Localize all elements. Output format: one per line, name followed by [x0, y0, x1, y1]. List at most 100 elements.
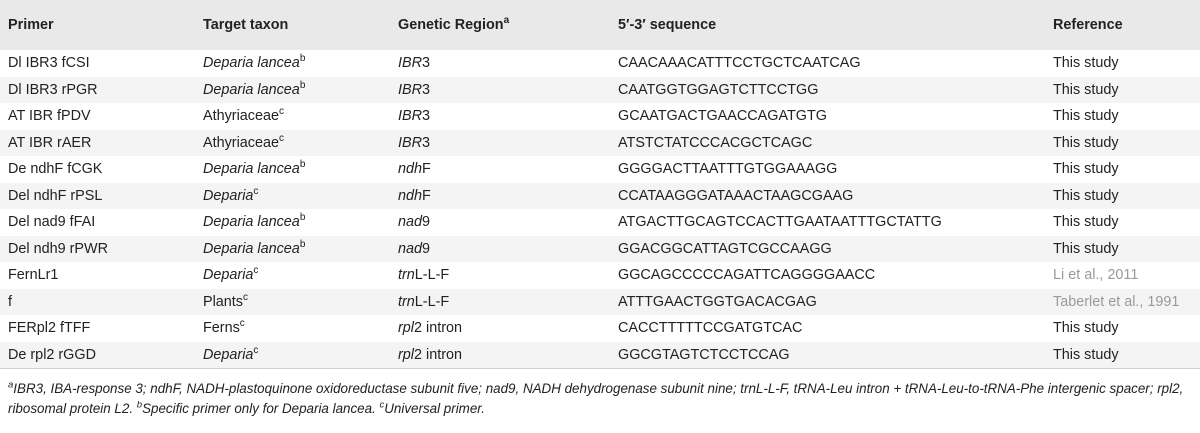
header-sequence: 5′-3′ sequence	[618, 17, 717, 33]
cell-reference: This study	[1045, 50, 1200, 77]
reference-link[interactable]: Li et al., 2011	[1053, 267, 1139, 284]
cell-primer: Dl IBR3 fCSI	[0, 50, 195, 77]
primer-name: AT IBR rAER	[8, 134, 92, 151]
table-header: Primer Target taxon Genetic Regiona 5′-3…	[0, 0, 1200, 50]
cell-reference[interactable]: Li et al., 2011	[1045, 262, 1200, 289]
cell-genetic-region: rpl2 intron	[390, 315, 610, 342]
cell-target-taxon: Deparia lanceab	[195, 77, 390, 104]
region-rest: 3	[422, 81, 431, 98]
cell-primer: De rpl2 rGGD	[0, 341, 195, 369]
region-italic: trn	[398, 293, 415, 310]
cell-reference[interactable]: Taberlet et al., 1991	[1045, 289, 1200, 316]
sequence-text: ATGACTTGCAGTCCACTTGAATAATTTGCTATTG	[618, 214, 942, 231]
reference-text: This study	[1053, 134, 1119, 151]
cell-target-taxon: Depariac	[195, 183, 390, 210]
cell-sequence: CCATAAGGGATAAACTAAGCGAAG	[610, 183, 1045, 210]
footnote-c-text: Universal primer.	[384, 401, 485, 416]
primer-name: Del ndh9 rPWR	[8, 240, 108, 257]
primer-table-container: Primer Target taxon Genetic Regiona 5′-3…	[0, 0, 1200, 419]
cell-genetic-region: trnL-L-F	[390, 262, 610, 289]
primer-name: Dl IBR3 rPGR	[8, 81, 98, 98]
reference-text: This study	[1053, 55, 1119, 72]
taxon-name: Plants	[203, 293, 243, 310]
cell-genetic-region: ndhF	[390, 156, 610, 183]
cell-target-taxon: Depariac	[195, 341, 390, 369]
region-italic: IBR	[398, 81, 422, 98]
cell-primer: De ndhF fCGK	[0, 156, 195, 183]
region-italic: rpl	[398, 346, 414, 363]
table-footnote: aIBR3, IBA-response 3; ndhF, NADH-plasto…	[0, 369, 1200, 419]
taxon-name: Deparia lancea	[203, 214, 300, 231]
sequence-text: GGCGTAGTCTCCTCCAG	[618, 346, 790, 363]
cell-primer: Del ndhF rPSL	[0, 183, 195, 210]
header-genetic-region: Genetic Regiona	[390, 0, 610, 50]
cell-reference: This study	[1045, 236, 1200, 263]
cell-sequence: ATGACTTGCAGTCCACTTGAATAATTTGCTATTG	[610, 209, 1045, 236]
cell-genetic-region: IBR3	[390, 103, 610, 130]
region-italic: rpl	[398, 320, 414, 337]
primer-name: f	[8, 293, 12, 310]
footnote-a-sup: a	[8, 379, 14, 391]
cell-genetic-region: IBR3	[390, 77, 610, 104]
taxon-sup: b	[299, 53, 306, 65]
cell-target-taxon: Deparia lanceab	[195, 50, 390, 77]
taxon-sup: c	[253, 185, 259, 197]
cell-sequence: GGCAGCCCCCAGATTCAGGGGAACC	[610, 262, 1045, 289]
cell-genetic-region: ndhF	[390, 183, 610, 210]
cell-target-taxon: Deparia lanceab	[195, 209, 390, 236]
cell-genetic-region: rpl2 intron	[390, 341, 610, 369]
primer-name: De ndhF fCGK	[8, 161, 103, 178]
taxon-sup: b	[299, 238, 306, 250]
cell-sequence: ATSTCTATCCCACGCTCAGC	[610, 130, 1045, 157]
reference-text: This study	[1053, 320, 1119, 337]
region-rest: 2 intron	[414, 346, 462, 363]
cell-sequence: GGCGTAGTCTCCTCCAG	[610, 341, 1045, 369]
region-italic: trn	[398, 267, 415, 284]
cell-reference: This study	[1045, 130, 1200, 157]
taxon-name: Deparia lancea	[203, 55, 300, 72]
reference-link[interactable]: Taberlet et al., 1991	[1053, 293, 1180, 310]
sequence-text: CAACAAACATTTCCTGCTCAATCAG	[618, 55, 861, 72]
region-italic: nad	[398, 214, 423, 231]
cell-target-taxon: Athyriaceaec	[195, 130, 390, 157]
header-reference: Reference	[1053, 17, 1123, 33]
region-rest: 3	[422, 134, 431, 151]
sequence-text: GGCAGCCCCCAGATTCAGGGGAACC	[618, 267, 876, 284]
region-rest: 2 intron	[414, 320, 462, 337]
taxon-sup: c	[253, 265, 259, 277]
cell-sequence: CACCTTTTTCCGATGTCAC	[610, 315, 1045, 342]
cell-genetic-region: nad9	[390, 236, 610, 263]
sequence-text: ATTTGAACTGGTGACACGAG	[618, 293, 817, 310]
primer-name: FERpl2 fTFF	[8, 320, 91, 337]
region-rest: 3	[422, 55, 431, 72]
region-italic: ndh	[398, 187, 423, 204]
taxon-sup: c	[253, 344, 259, 356]
cell-sequence: CAACAAACATTTCCTGCTCAATCAG	[610, 50, 1045, 77]
reference-text: This study	[1053, 161, 1119, 178]
cell-target-taxon: Athyriaceaec	[195, 103, 390, 130]
taxon-sup: b	[299, 79, 306, 91]
cell-primer: FERpl2 fTFF	[0, 315, 195, 342]
taxon-name: Athyriaceae	[203, 108, 279, 125]
sequence-text: GGGGACTTAATTTGTGGAAAGG	[618, 161, 838, 178]
taxon-name: Ferns	[203, 320, 240, 337]
cell-genetic-region: trnL-L-F	[390, 289, 610, 316]
reference-text: This study	[1053, 187, 1119, 204]
cell-sequence: GGACGGCATTAGTCGCCAAGG	[610, 236, 1045, 263]
header-target-taxon: Target taxon	[203, 17, 289, 33]
cell-primer: Del ndh9 rPWR	[0, 236, 195, 263]
footnote-b-text: Specific primer only for Deparia lancea.	[142, 401, 376, 416]
primer-name: De rpl2 rGGD	[8, 346, 96, 363]
reference-text: This study	[1053, 240, 1119, 257]
taxon-name: Deparia lancea	[203, 81, 300, 98]
region-italic: IBR	[398, 108, 422, 125]
reference-text: This study	[1053, 81, 1119, 98]
sequence-text: CAATGGTGGAGTCTTCCTGG	[618, 81, 819, 98]
cell-target-taxon: Depariac	[195, 262, 390, 289]
